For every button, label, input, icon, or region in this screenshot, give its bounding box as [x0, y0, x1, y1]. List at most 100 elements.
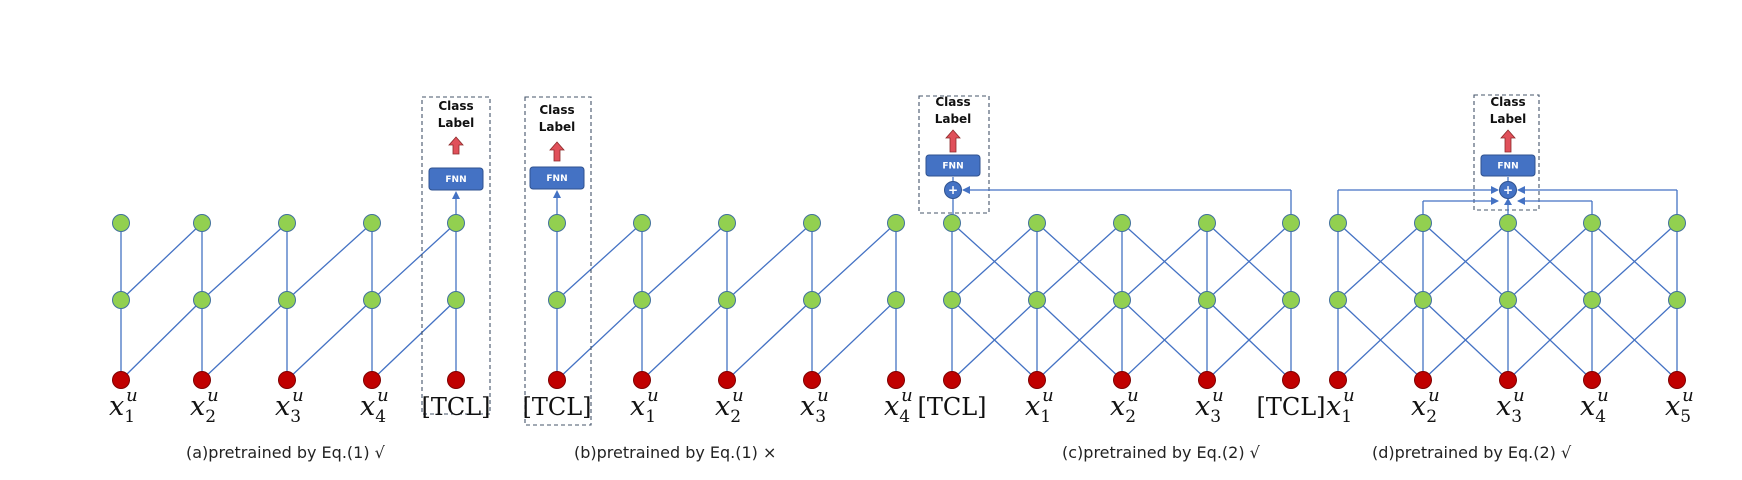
token-labels: x1u x2u x3u x4u [TCL]	[109, 385, 491, 427]
top-hidden-node	[363, 214, 381, 232]
mid-hidden-node	[1414, 291, 1432, 309]
top-hidden-node	[193, 214, 211, 232]
input-token-node	[447, 371, 465, 389]
token-label-x3: x3u	[800, 385, 829, 427]
output-arrow-icon	[448, 136, 464, 155]
dashed-highlight-box	[421, 96, 491, 415]
top-hidden-node	[1499, 214, 1517, 232]
mid-hidden-node	[278, 291, 296, 309]
top-hidden-node	[278, 214, 296, 232]
token-label-x4: x4u	[1580, 385, 1609, 427]
token-label-x5: x5u	[1665, 385, 1694, 427]
token-label-x3: x3u	[1496, 385, 1525, 427]
edges	[120, 222, 457, 381]
mid-hidden-node	[887, 291, 905, 309]
panel-caption: (a)pretrained by Eq.(1) √	[186, 443, 386, 462]
mid-hidden-node	[633, 291, 651, 309]
edges	[1337, 222, 1678, 381]
plus-combine-node	[944, 181, 962, 199]
arrow-head	[1504, 198, 1512, 205]
arrow-head	[553, 190, 561, 198]
fnn-label: FNN	[942, 162, 963, 172]
input-token-node	[1113, 371, 1131, 389]
input-token-node	[1499, 371, 1517, 389]
nodes	[548, 214, 905, 389]
mid-hidden-node	[943, 291, 961, 309]
arrow-head	[1491, 186, 1499, 194]
fnn-label: FNN	[1497, 162, 1518, 172]
plus-sign: +	[948, 183, 958, 197]
mid-hidden-node	[803, 291, 821, 309]
input-token-node	[548, 371, 566, 389]
nodes	[943, 214, 1300, 389]
token-label-tcl: [TCL]	[421, 393, 490, 421]
top-hidden-node	[112, 214, 130, 232]
arrow-head	[962, 186, 970, 194]
input-token-node	[1414, 371, 1432, 389]
mid-hidden-node	[112, 291, 130, 309]
input-token-node	[193, 371, 211, 389]
top-hidden-node	[1329, 214, 1347, 232]
token-label-x1: x1u	[1326, 385, 1355, 427]
token-label-x2: x2u	[190, 385, 219, 427]
dashed-highlight-box	[1473, 94, 1540, 211]
panel-caption: (d)pretrained by Eq.(2) √	[1372, 443, 1572, 462]
output-arrow-icon	[549, 141, 565, 162]
top-hidden-node	[1668, 214, 1686, 232]
plus-combine-node	[1499, 181, 1517, 199]
top-hidden-node	[548, 214, 566, 232]
mid-hidden-node	[718, 291, 736, 309]
mid-hidden-node	[1583, 291, 1601, 309]
mid-hidden-node	[447, 291, 465, 309]
top-hidden-node	[447, 214, 465, 232]
fnn-box	[428, 167, 484, 191]
top-hidden-node	[1414, 214, 1432, 232]
token-label-tcl: [TCL]	[522, 393, 591, 421]
input-token-node	[278, 371, 296, 389]
token-label-x4: x4u	[360, 385, 389, 427]
top-hidden-node	[1583, 214, 1601, 232]
arrow-head	[1491, 197, 1499, 205]
input-token-node	[1028, 371, 1046, 389]
edges	[556, 222, 897, 381]
mid-hidden-node	[1028, 291, 1046, 309]
panel-caption: (c)pretrained by Eq.(2) √	[1062, 443, 1261, 462]
input-token-node	[943, 371, 961, 389]
input-token-node	[718, 371, 736, 389]
token-label-tcl: [TCL]	[1256, 393, 1325, 421]
top-hidden-node	[887, 214, 905, 232]
input-token-node	[1668, 371, 1686, 389]
top-hidden-node	[1028, 214, 1046, 232]
input-token-node	[363, 371, 381, 389]
dashed-highlight-box	[918, 95, 990, 214]
nodes	[1329, 214, 1686, 389]
input-token-node	[803, 371, 821, 389]
input-token-node	[1282, 371, 1300, 389]
mid-hidden-node	[1282, 291, 1300, 309]
mid-hidden-node	[193, 291, 211, 309]
input-token-node	[1198, 371, 1216, 389]
edges	[951, 222, 1292, 381]
top-hidden-node	[1282, 214, 1300, 232]
fnn-box	[529, 166, 585, 190]
token-label-x1: x1u	[109, 385, 138, 427]
dashed-highlight-box	[524, 96, 592, 426]
arrow-head	[452, 191, 460, 199]
token-label-x3: x3u	[275, 385, 304, 427]
fnn-label: FNN	[546, 174, 567, 184]
top-hidden-node	[718, 214, 736, 232]
mid-hidden-node	[548, 291, 566, 309]
token-label-tcl: [TCL]	[917, 393, 986, 421]
mid-hidden-node	[363, 291, 381, 309]
fnn-box	[1480, 154, 1536, 177]
token-label-x2: x2u	[715, 385, 744, 427]
top-hidden-node	[633, 214, 651, 232]
